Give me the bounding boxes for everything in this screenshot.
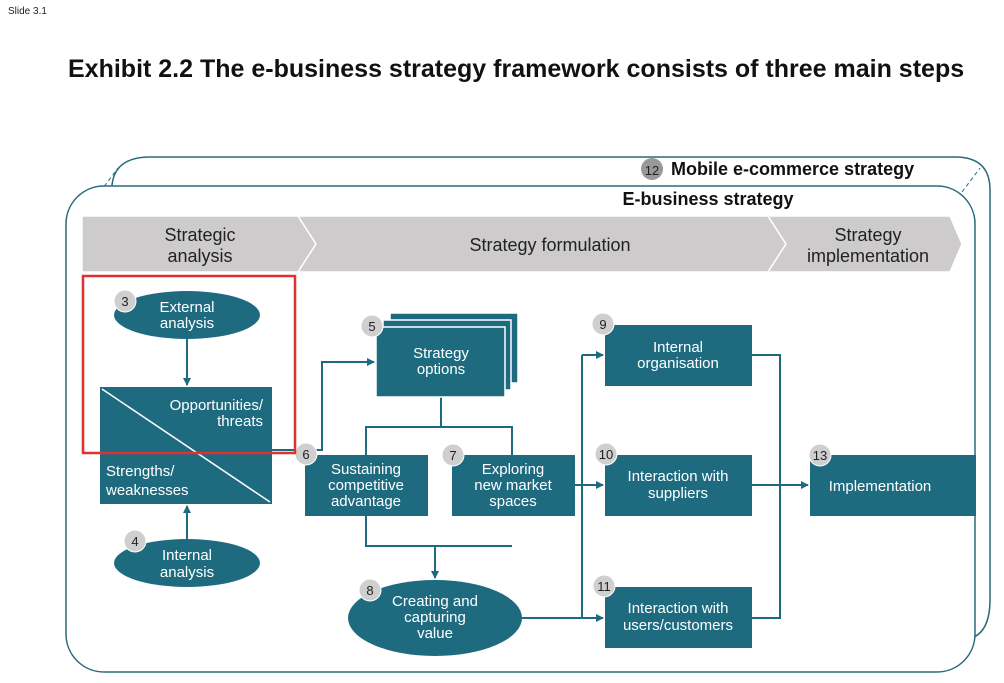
phase-band: Strategic analysis Strategy formulation …	[81, 215, 963, 273]
svg-text:suppliers: suppliers	[648, 485, 708, 502]
mobile-strategy-label: Mobile e-commerce strategy	[671, 159, 914, 179]
phase-strategic-analysis: Strategic	[164, 225, 235, 245]
svg-text:8: 8	[366, 583, 373, 598]
svg-text:Creating and: Creating and	[392, 593, 478, 610]
svg-text:Sustaining: Sustaining	[331, 461, 401, 478]
svg-text:6: 6	[302, 447, 309, 462]
svg-text:Exploring: Exploring	[482, 461, 545, 478]
svg-text:9: 9	[599, 317, 606, 332]
svg-text:7: 7	[449, 448, 456, 463]
badge-9	[591, 312, 615, 336]
slide-number: Slide 3.1	[8, 6, 47, 17]
svg-text:Strengths/: Strengths/	[106, 463, 175, 480]
svg-text:11: 11	[597, 579, 611, 594]
phase-strategy-formulation: Strategy formulation	[469, 235, 630, 255]
svg-text:organisation: organisation	[637, 355, 719, 372]
svg-text:Strategy: Strategy	[413, 345, 469, 362]
phase-strategic-analysis-2: analysis	[167, 246, 232, 266]
external-analysis-node: External analysis 3	[113, 289, 260, 339]
svg-text:Interaction with: Interaction with	[628, 468, 729, 485]
badge-8	[358, 578, 382, 602]
svg-text:10: 10	[599, 447, 613, 462]
badge-7	[441, 443, 465, 467]
svg-text:3: 3	[121, 294, 128, 309]
svg-text:new market: new market	[474, 477, 552, 494]
internal-organisation-node: Internal organisation 9	[591, 312, 752, 386]
phase-strategy-implementation-2: implementation	[807, 246, 929, 266]
badge-13	[808, 443, 832, 467]
svg-text:Implementation: Implementation	[829, 478, 932, 495]
svg-text:13: 13	[813, 448, 827, 463]
svg-text:users/customers: users/customers	[623, 617, 733, 634]
suppliers-node: Interaction with suppliers 10	[594, 442, 752, 516]
badge-5	[360, 314, 384, 338]
svg-text:options: options	[417, 361, 465, 378]
phase-strategy-implementation: Strategy	[834, 225, 901, 245]
slide-title: Exhibit 2.2 The e-business strategy fram…	[68, 55, 965, 83]
svg-text:Internal: Internal	[162, 547, 212, 564]
badge-12-label: 12	[645, 163, 659, 178]
sustaining-advantage-node: Sustaining competitive advantage 6	[294, 442, 428, 516]
svg-text:capturing: capturing	[404, 609, 466, 626]
svg-text:competitive: competitive	[328, 477, 404, 494]
svg-text:advantage: advantage	[331, 493, 401, 510]
svg-text:External: External	[159, 299, 214, 316]
svg-text:5: 5	[368, 319, 375, 334]
ebusiness-frame: E-business strategy	[65, 185, 976, 673]
svg-text:threats: threats	[217, 413, 263, 430]
badge-10	[594, 442, 618, 466]
svg-text:Opportunities/: Opportunities/	[170, 397, 264, 414]
svg-text:analysis: analysis	[160, 564, 214, 581]
svg-text:weaknesses: weaknesses	[105, 482, 189, 499]
swot-node: Opportunities/ threats Strengths/ weakne…	[100, 387, 272, 504]
badge-12	[641, 158, 663, 180]
svg-text:Internal: Internal	[653, 339, 703, 356]
ebusiness-label: E-business strategy	[622, 189, 793, 209]
svg-text:analysis: analysis	[160, 315, 214, 332]
exploring-markets-node: Exploring new market spaces 7	[441, 443, 575, 516]
svg-text:Interaction with: Interaction with	[628, 600, 729, 617]
internal-analysis-node: Internal analysis 4	[114, 529, 260, 587]
implementation-node: Implementation 13	[808, 443, 976, 516]
creating-value-node: Creating and capturing value 8	[348, 578, 522, 656]
strategy-options-node: Strategy options 5	[360, 312, 519, 398]
customers-node: Interaction with users/customers 11	[592, 574, 752, 648]
svg-text:4: 4	[131, 534, 138, 549]
badge-3	[113, 289, 137, 313]
connectors	[183, 339, 809, 622]
badge-11	[592, 574, 616, 598]
svg-text:spaces: spaces	[489, 493, 537, 510]
svg-text:value: value	[417, 625, 453, 642]
highlight-box	[81, 274, 297, 455]
badge-4	[123, 529, 147, 553]
